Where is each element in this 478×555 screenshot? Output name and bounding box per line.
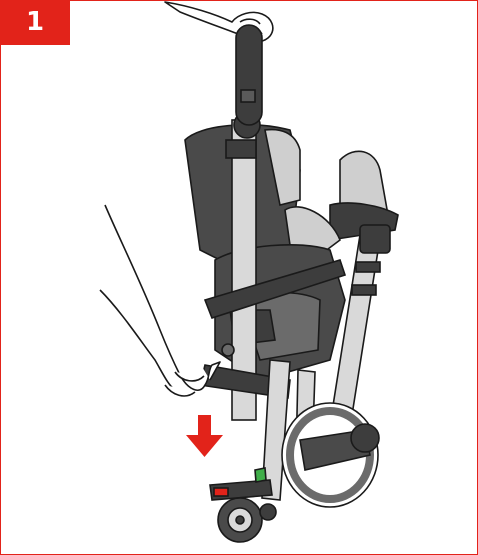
rear-wheel (282, 403, 379, 507)
handle-bar (236, 25, 262, 125)
down-arrow-icon (186, 415, 223, 457)
front-wheel (210, 468, 276, 542)
